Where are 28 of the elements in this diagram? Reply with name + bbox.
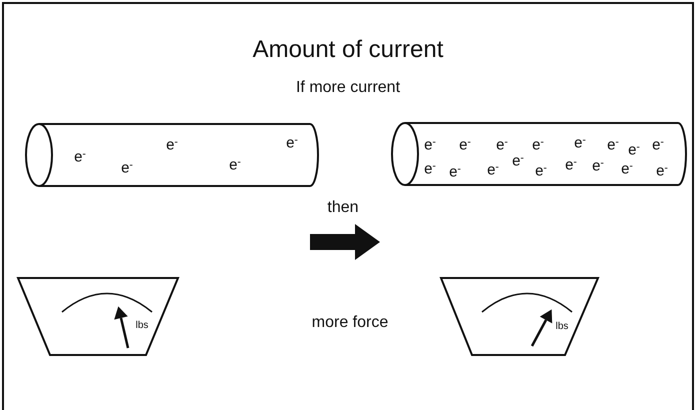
electron-label: e$^{-}$ — [459, 138, 471, 152]
electron-label: e$^{-}$ — [229, 158, 241, 172]
electron-label: e$^{-}$ — [424, 138, 436, 152]
subtitle: If more current — [296, 80, 400, 96]
electron-label: e$^{-}$ — [565, 158, 577, 172]
electron-label: e$^{-}$ — [512, 154, 524, 168]
unit-label: lbs — [556, 322, 568, 332]
electron-label: e$^{-}$ — [496, 138, 508, 152]
electron-label: e$^{-}$ — [121, 160, 133, 176]
electron-label: e$^{-}$ — [535, 164, 547, 178]
electron-label: e$^{-}$ — [449, 164, 461, 180]
electron-label: e$^{-}$ — [621, 162, 633, 176]
electron-label: e$^{-}$ — [424, 162, 436, 176]
electron-label: e$^{-}$ — [607, 138, 619, 152]
title: Amount of current — [252, 38, 444, 62]
electron-label: e$^{-}$ — [592, 158, 604, 174]
electron-label: e$^{-}$ — [487, 162, 499, 178]
unit-label: lbs — [136, 321, 148, 331]
electron-label: e$^{-}$ — [74, 150, 86, 164]
electron-label: e$^{-}$ — [656, 164, 668, 178]
electron-label: e$^{-}$ — [286, 136, 298, 150]
electron-label: e$^{-}$ — [166, 138, 178, 152]
electron-label: e$^{-}$ — [532, 138, 544, 152]
caption-text: then — [327, 200, 359, 216]
electron-label: e$^{-}$ — [652, 138, 664, 152]
caption-text: more force — [312, 315, 388, 331]
electron-label: e$^{-}$ — [574, 136, 586, 150]
electron-label: e$^{-}$ — [628, 142, 640, 158]
